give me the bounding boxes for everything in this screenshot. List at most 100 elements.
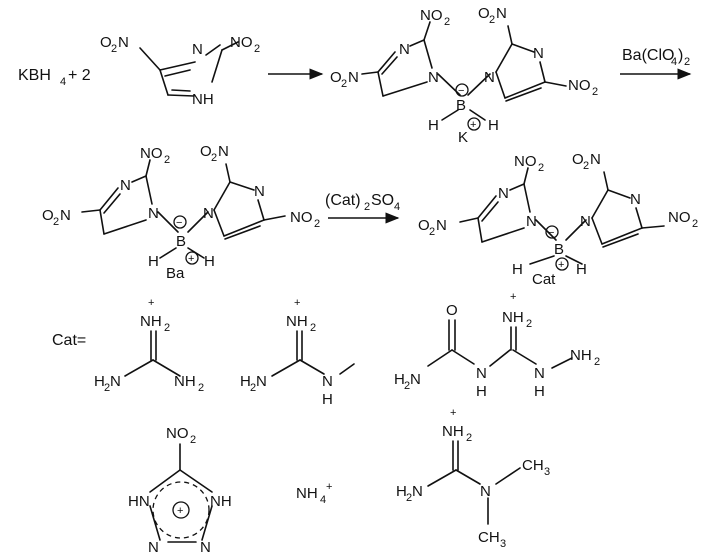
svg-text:HN: HN — [128, 493, 150, 510]
reagent-cat-sulfate: (Cat) 2 SO 4 — [325, 192, 400, 213]
cat-label: Cat= — [52, 332, 86, 349]
svg-text:2: 2 — [164, 154, 170, 166]
svg-text:O: O — [478, 5, 490, 22]
svg-text:2: 2 — [583, 160, 589, 172]
svg-text:N: N — [399, 41, 410, 58]
potassium-borate-product: N N NO 2 O 2 N N N O 2 N NO 2 B − H H K … — [330, 5, 598, 146]
svg-text:+: + — [188, 253, 194, 265]
svg-text:N: N — [200, 539, 211, 556]
svg-text:NO: NO — [166, 425, 189, 442]
svg-text:N: N — [580, 213, 591, 230]
svg-text:N: N — [428, 69, 439, 86]
svg-text:NO: NO — [290, 209, 313, 226]
svg-text:2: 2 — [111, 43, 117, 55]
svg-text:O: O — [42, 207, 54, 224]
svg-text:NH: NH — [286, 313, 308, 330]
svg-text:O: O — [446, 302, 458, 319]
svg-text:2: 2 — [310, 322, 316, 334]
guanidinium: + NH 2 H 2 N NH 2 — [94, 297, 204, 394]
svg-text:H: H — [396, 483, 407, 500]
svg-text:N: N — [498, 185, 509, 202]
svg-text:N: N — [148, 539, 159, 556]
svg-text:+: + — [470, 119, 476, 131]
svg-text:NO: NO — [568, 77, 591, 94]
svg-text:Ba(ClO: Ba(ClO — [622, 47, 674, 64]
svg-text:NH: NH — [502, 309, 524, 326]
svg-text:N: N — [533, 45, 544, 62]
svg-text:H: H — [576, 261, 587, 278]
svg-text:N: N — [476, 365, 487, 382]
svg-text:N: N — [256, 373, 267, 390]
svg-text:+: + — [510, 291, 516, 303]
svg-text:2: 2 — [526, 318, 532, 330]
svg-text:NO: NO — [420, 7, 443, 24]
svg-text:4: 4 — [671, 56, 677, 68]
svg-text:N: N — [120, 177, 131, 194]
svg-text:SO: SO — [371, 192, 394, 209]
svg-text:2: 2 — [53, 216, 59, 228]
reagent-kbh4: KBH 4 + 2 — [18, 67, 91, 88]
cation-borate-product: N N NO 2 O 2 N N N O 2 N NO 2 B − H H Ca… — [418, 151, 698, 288]
svg-text:N: N — [410, 371, 421, 388]
svg-text:N: N — [218, 143, 229, 160]
svg-text:O: O — [418, 217, 430, 234]
svg-text:N: N — [480, 483, 491, 500]
svg-text:N: N — [412, 483, 423, 500]
svg-text:H: H — [512, 261, 523, 278]
svg-text:N: N — [630, 191, 641, 208]
svg-text:H: H — [322, 391, 333, 408]
nitrotetrazolium: NO 2 + HN NH N N — [128, 425, 232, 556]
svg-text:2: 2 — [444, 16, 450, 28]
svg-text:KBH: KBH — [18, 67, 51, 84]
svg-text:2: 2 — [341, 78, 347, 90]
svg-text:O: O — [200, 143, 212, 160]
svg-text:H: H — [488, 117, 499, 134]
svg-text:CH: CH — [478, 529, 500, 546]
svg-text:3: 3 — [544, 466, 550, 478]
svg-text:Cat: Cat — [532, 271, 556, 288]
svg-text:H: H — [240, 373, 251, 390]
svg-text:NO: NO — [230, 34, 253, 51]
svg-text:+: + — [450, 407, 456, 419]
dinitroimidazole: N NH O 2 N NO 2 — [100, 34, 260, 108]
reagent-ba-perchlorate: Ba(ClO 4 ) 2 — [622, 47, 690, 68]
svg-text:H: H — [204, 253, 215, 270]
svg-text:−: − — [458, 85, 464, 97]
svg-text:): ) — [678, 47, 683, 64]
svg-text:−: − — [176, 217, 182, 229]
svg-text:N: N — [590, 151, 601, 168]
svg-text:2: 2 — [466, 432, 472, 444]
svg-text:+: + — [326, 481, 332, 493]
svg-text:2: 2 — [211, 152, 217, 164]
svg-text:2: 2 — [198, 382, 204, 394]
ammonium: NH 4 + — [296, 481, 332, 506]
svg-text:N: N — [496, 5, 507, 22]
svg-text:+: + — [177, 505, 183, 517]
svg-text:H: H — [476, 383, 487, 400]
svg-text:NH: NH — [570, 347, 592, 364]
svg-text:(Cat): (Cat) — [325, 192, 361, 209]
carbamoylaminoguanidinium: O H 2 N N H + NH 2 N H NH 2 — [394, 291, 600, 400]
svg-text:N: N — [484, 69, 495, 86]
svg-text:K: K — [458, 129, 468, 146]
svg-text:2: 2 — [594, 356, 600, 368]
svg-text:2: 2 — [592, 86, 598, 98]
barium-borate-product: N N NO 2 O 2 N N N O 2 N NO 2 B − H H Ba… — [42, 143, 320, 282]
svg-text:CH: CH — [522, 457, 544, 474]
svg-text:H: H — [534, 383, 545, 400]
dimethylguanidinium: + NH 2 H 2 N N CH 3 CH 3 — [396, 407, 550, 550]
svg-text:2: 2 — [254, 43, 260, 55]
svg-text:NO: NO — [668, 209, 691, 226]
svg-text:H: H — [148, 253, 159, 270]
svg-text:+: + — [148, 297, 154, 309]
svg-text:2: 2 — [404, 380, 410, 392]
methylguanidinium: + NH 2 H 2 N N H — [240, 297, 355, 408]
svg-text:H: H — [394, 371, 405, 388]
svg-text:2: 2 — [406, 492, 412, 504]
svg-text:H: H — [428, 117, 439, 134]
svg-text:N: N — [192, 41, 203, 58]
svg-text:2: 2 — [364, 201, 370, 213]
svg-text:H: H — [94, 373, 105, 390]
svg-text:2: 2 — [684, 56, 690, 68]
svg-text:N: N — [203, 205, 214, 222]
